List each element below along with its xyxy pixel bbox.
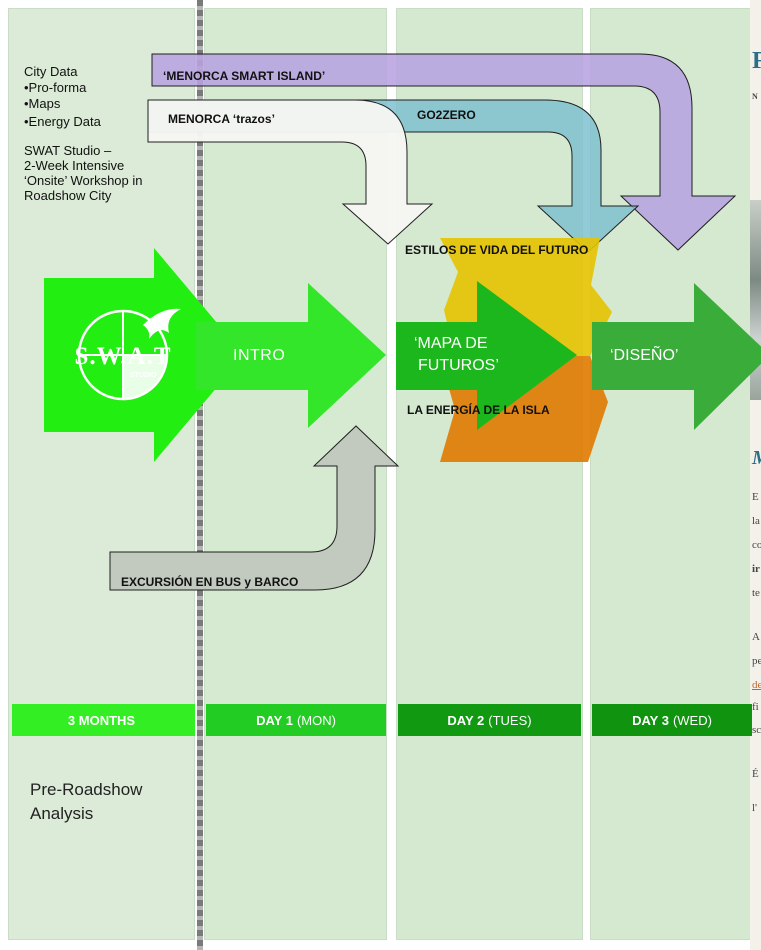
blog-line: E [752, 491, 759, 503]
intro-label: INTRO [233, 347, 286, 364]
day2-column [396, 8, 583, 940]
day-label-sub: (TUES) [488, 712, 532, 728]
trazos-white-arrow [147, 99, 434, 245]
inputs-bullet: •Pro-forma [24, 80, 87, 95]
blog-line: te [752, 587, 760, 599]
swat-description-line: SWAT Studio – [24, 143, 112, 158]
swat-description-line: 2-Week Intensive [24, 158, 125, 173]
blog-line: A [752, 631, 760, 643]
mapa-label-line1: ‘MAPA DE [414, 335, 488, 352]
blog-line: pe [752, 655, 761, 667]
diseno-label: ‘DISEÑO’ [610, 347, 679, 364]
intro-arrow [196, 283, 386, 428]
pre-roadshow-column [8, 8, 195, 940]
swat-description-line: ‘Onsite’ Workshop in [24, 173, 143, 188]
excursion-label: EXCURSIÓN EN BUS y BARCO [121, 575, 299, 589]
day-label-pre: 3 MONTHS [12, 704, 195, 736]
day-label-bold: DAY 3 [632, 712, 669, 728]
day-bar-pre [12, 704, 195, 736]
swat-description-line: Roadshow City [24, 188, 112, 203]
inputs-bullet: •Maps [24, 96, 61, 111]
swat-logo [77, 308, 181, 401]
blog-heading-fragment: M [752, 447, 761, 470]
day-label-bold: DAY 1 [256, 712, 293, 728]
blog-line: É [752, 768, 759, 780]
inputs-bullet: •Energy Data [24, 114, 101, 129]
blog-line: sc [752, 724, 761, 736]
excursion-arrow [109, 425, 400, 591]
blog-title-fragment: F [752, 48, 761, 74]
blog-line: co [752, 539, 761, 551]
day-bar-2 [398, 704, 581, 736]
pre-roadshow-line: Analysis [30, 804, 94, 823]
blog-line: la [752, 515, 760, 527]
day-label-sub: (MON) [296, 712, 336, 728]
day-label-bold: 3 MONTHS [67, 712, 136, 728]
blog-page-edge [750, 0, 761, 950]
blog-subtitle-fragment: N [752, 92, 758, 101]
day-label-2: DAY 2(TUES) [398, 704, 581, 736]
day-label-bold: DAY 2 [447, 712, 485, 728]
mapa-futuros-arrow [396, 281, 577, 430]
mapa-label-line2: FUTUROS’ [418, 357, 499, 374]
day-bar-3 [592, 704, 752, 736]
blog-link-line[interactable]: de [752, 679, 761, 691]
roadshow-start-divider [197, 0, 203, 950]
inputs-heading: City Data [24, 64, 78, 79]
day-bar-1 [206, 704, 386, 736]
swat-logo-text: S.W.A.T [74, 343, 172, 370]
blog-line: fi [752, 701, 759, 713]
energia-theme-label: LA ENERGÍA DE LA ISLA [407, 403, 550, 417]
blog-line: l' [752, 802, 758, 814]
smart-island-stream-arrow [151, 53, 737, 251]
blog-line: ir [752, 563, 760, 575]
pre-roadshow-line: Pre-Roadshow [30, 780, 143, 799]
estilos-theme-label: ESTILOS DE VIDA DEL FUTURO [405, 243, 589, 257]
swat-logo-subtext: STUDIO [130, 372, 157, 379]
trazos-label: MENORCA ‘trazos’ [168, 112, 275, 126]
diseno-arrow [592, 283, 761, 430]
day-label-1: DAY 1(MON) [206, 704, 386, 736]
day-label-sub: (WED) [672, 712, 712, 728]
day-label-3: DAY 3(WED) [592, 704, 752, 736]
pre-roadshow-title: Pre-Roadshow Analysis [30, 778, 180, 826]
go2zero-label: GO2ZERO [417, 108, 476, 122]
smart-island-label: ‘MENORCA SMART ISLAND’ [163, 69, 326, 83]
blog-image-fragment [750, 200, 761, 400]
